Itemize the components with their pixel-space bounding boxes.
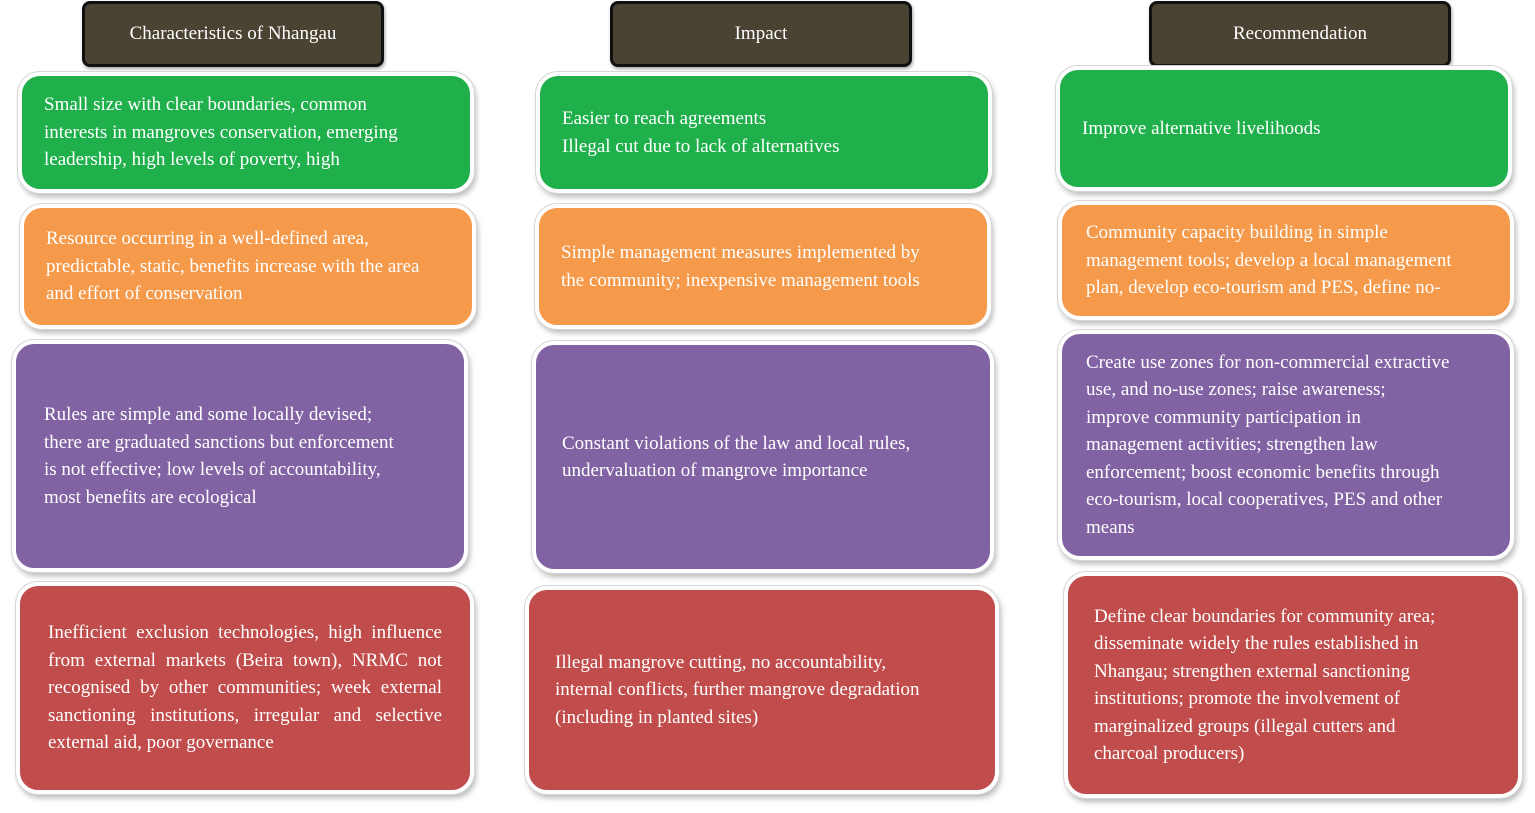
recommendation-text-2: Community capacity building in simple ma… (1086, 222, 1452, 299)
header-impact: Impact (610, 1, 912, 67)
header-characteristics: Characteristics of Nhangau (82, 1, 384, 67)
characteristics-card-2: Resource occurring in a well-defined are… (20, 204, 476, 329)
header-characteristics-label: Characteristics of Nhangau (129, 23, 337, 44)
recommendation-card-4: Define clear boundaries for community ar… (1064, 572, 1522, 798)
characteristics-card-1: Small size with clear boundaries, common… (18, 72, 474, 193)
characteristics-card-3: Rules are simple and some locally devise… (12, 340, 468, 572)
header-impact-label: Impact (734, 23, 788, 44)
characteristics-text-2: Resource occurring in a well-defined are… (46, 228, 420, 305)
recommendation-card-2: Community capacity building in simple ma… (1058, 201, 1514, 320)
characteristics-text-4: Inefficient exclusion technologies, high… (48, 622, 442, 754)
impact-card-3: Constant violations of the law and local… (532, 341, 994, 573)
characteristics-text-1: Small size with clear boundaries, common… (44, 94, 398, 171)
impact-text-1: Easier to reach agreements Illegal cut d… (562, 108, 840, 157)
impact-text-2: Simple management measures implemented b… (561, 242, 920, 291)
recommendation-card-1: Improve alternative livelihoods (1056, 66, 1512, 191)
characteristics-card-4: Inefficient exclusion technologies, high… (16, 582, 474, 794)
characteristics-text-3: Rules are simple and some locally devise… (44, 404, 394, 508)
impact-text-3: Constant violations of the law and local… (562, 432, 911, 482)
recommendation-text-3: Create use zones for non-commercial extr… (1086, 351, 1450, 538)
header-recommendation: Recommendation (1149, 1, 1451, 67)
recommendation-text-4: Define clear boundaries for community ar… (1094, 605, 1436, 765)
header-recommendation-label: Recommendation (1232, 23, 1368, 44)
impact-card-2: Simple management measures implemented b… (535, 204, 991, 329)
impact-card-1: Easier to reach agreements Illegal cut d… (536, 72, 992, 193)
recommendation-card-3: Create use zones for non-commercial extr… (1058, 330, 1514, 560)
impact-card-4: Illegal mangrove cutting, no accountabil… (525, 586, 999, 794)
recommendation-text-1: Improve alternative livelihoods (1082, 117, 1321, 139)
impact-text-4: Illegal mangrove cutting, no accountabil… (555, 651, 920, 728)
